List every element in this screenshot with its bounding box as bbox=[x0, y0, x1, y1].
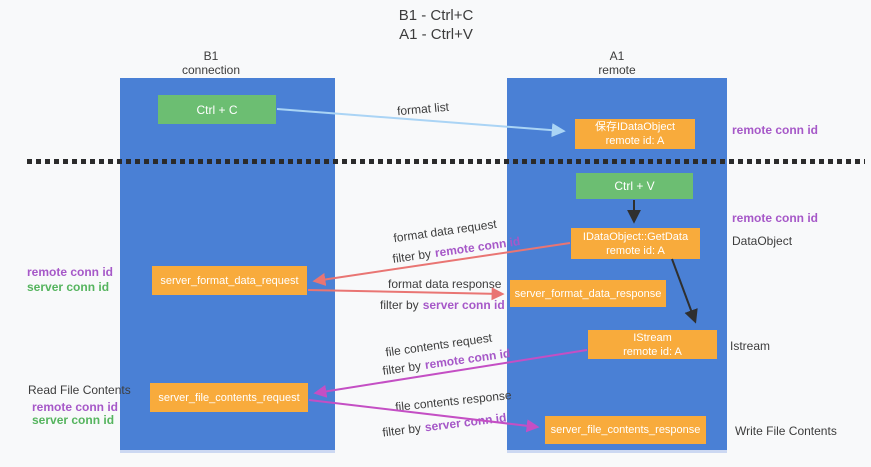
lane-header-b1: B1 connection bbox=[151, 49, 271, 77]
idataobject-getdata-box: IDataObject::GetData remote id: A bbox=[571, 228, 700, 259]
server-conn-id-emphasis: server conn id bbox=[423, 410, 508, 435]
filter-by-text: filter by bbox=[391, 246, 432, 266]
server-file-contents-response-box: server_file_contents_response bbox=[545, 416, 706, 444]
ctrl-c-box: Ctrl + C bbox=[158, 95, 276, 124]
diagram-title: B1 - Ctrl+C A1 - Ctrl+V bbox=[330, 6, 542, 44]
getdata-line1: IDataObject::GetData bbox=[582, 230, 689, 243]
server-file-contents-response-label: server_file_contents_response bbox=[550, 424, 701, 436]
format-data-response-label: format data response bbox=[388, 277, 502, 291]
session-separator-dashed-line bbox=[27, 159, 865, 164]
ctrl-v-box: Ctrl + V bbox=[576, 173, 693, 199]
getdata-line2: remote id: A bbox=[606, 244, 665, 257]
remote-conn-id-label-left1: remote conn id bbox=[27, 265, 114, 279]
lane-b1-role: connection bbox=[181, 63, 241, 77]
ctrl-c-label: Ctrl + C bbox=[196, 102, 238, 117]
lane-a1-name: A1 bbox=[609, 49, 625, 63]
lane-a1-role: remote bbox=[598, 63, 636, 77]
server-file-contents-request-box: server_file_contents_request bbox=[150, 383, 308, 412]
lane-b1-name: B1 bbox=[203, 49, 219, 63]
filter-by-text: filter by bbox=[380, 298, 419, 312]
server-file-contents-request-label: server_file_contents_request bbox=[158, 391, 300, 404]
server-format-data-request-label: server_format_data_request bbox=[160, 274, 299, 287]
ctrl-v-label: Ctrl + V bbox=[614, 179, 655, 193]
save-idataobject-line2: remote id: A bbox=[605, 135, 665, 147]
title-line-2: A1 - Ctrl+V bbox=[399, 26, 473, 43]
save-idataobject-box: 保存IDataObject remote id: A bbox=[575, 119, 695, 149]
remote-conn-id-label-mid: remote conn id bbox=[732, 211, 819, 225]
lane-header-a1: A1 remote bbox=[557, 49, 677, 77]
read-file-contents-label: Read File Contents bbox=[28, 383, 131, 397]
dataobject-label: DataObject bbox=[732, 234, 793, 248]
remote-conn-id-label-left2: remote conn id bbox=[32, 400, 119, 414]
istream-line2: remote id: A bbox=[623, 345, 682, 358]
save-idataobject-line1: 保存IDataObject bbox=[594, 121, 676, 133]
server-format-data-response-label: server_format_data_response bbox=[514, 287, 662, 300]
istream-side-label: Istream bbox=[730, 339, 771, 353]
file-contents-response-label: file contents response bbox=[394, 387, 513, 415]
title-line-1: B1 - Ctrl+C bbox=[398, 7, 474, 24]
format-list-label: format list bbox=[396, 99, 450, 119]
istream-line1: IStream bbox=[633, 331, 672, 344]
istream-box: IStream remote id: A bbox=[588, 330, 717, 359]
server-format-data-response-box: server_format_data_response bbox=[510, 280, 666, 307]
server-format-data-request-box: server_format_data_request bbox=[152, 266, 307, 295]
server-conn-id-emphasis: server conn id bbox=[422, 298, 505, 312]
server-conn-id-label-left1: server conn id bbox=[27, 280, 110, 294]
remote-conn-id-label-top: remote conn id bbox=[732, 123, 819, 137]
server-conn-id-label-left2: server conn id bbox=[32, 413, 115, 427]
write-file-contents-label: Write File Contents bbox=[735, 424, 837, 438]
filter-by-text: filter by bbox=[381, 358, 422, 378]
filter-by-text: filter by bbox=[381, 420, 422, 440]
